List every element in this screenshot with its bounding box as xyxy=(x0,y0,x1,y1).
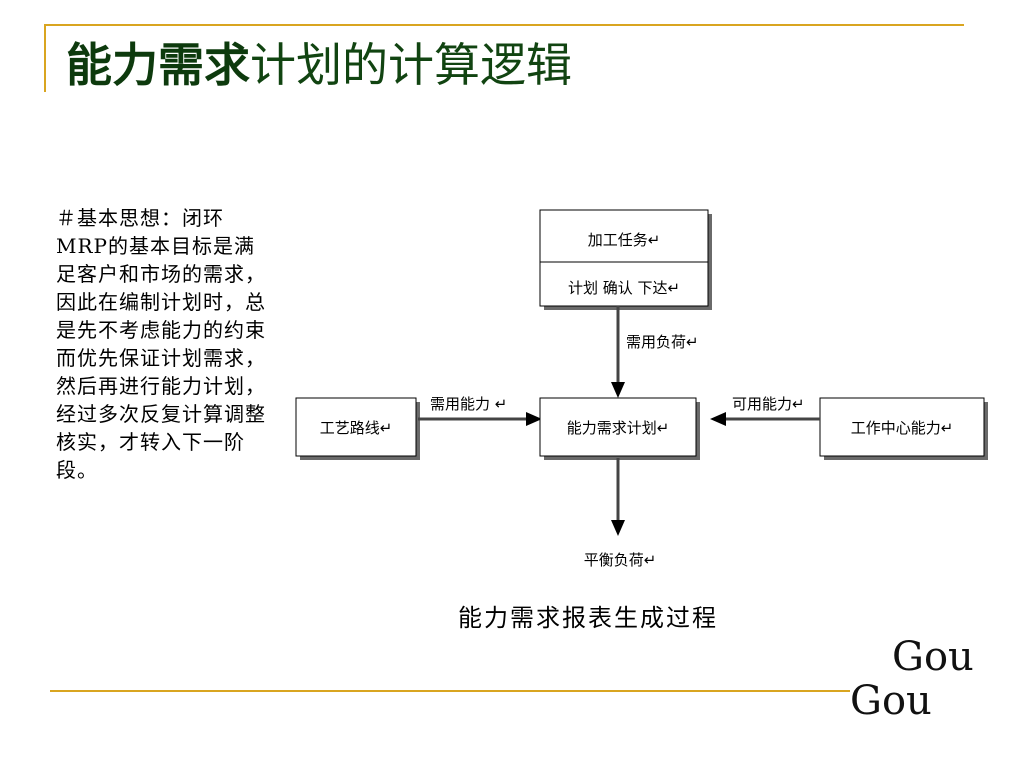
routing-box xyxy=(295,397,417,457)
label-available-capacity: 可用能力↵ xyxy=(732,395,805,413)
task-box xyxy=(539,209,709,307)
title-rest: 计划的计算逻辑 xyxy=(250,38,572,92)
bottom-rule xyxy=(50,690,850,692)
label-required-capacity: 需用能力 ↵ xyxy=(430,395,507,413)
label-required-load: 需用负荷↵ xyxy=(626,333,699,351)
arrow-workcenter-to-center-head xyxy=(710,412,726,426)
left-rule xyxy=(44,24,46,92)
arrow-center-to-balance-head xyxy=(611,520,625,536)
logo-line2: Gou xyxy=(850,678,932,720)
title-bold: 能力需求 xyxy=(66,38,250,92)
body-text: ＃基本思想：闭环MRP的基本目标是满足客户和市场的需求，因此在编制计划时，总是先… xyxy=(56,206,266,482)
diagram-caption: 能力需求报表生成过程 xyxy=(458,604,718,632)
logo-line1: Gou xyxy=(892,634,974,680)
gougou-logo: Gou Gou xyxy=(850,634,974,720)
routing-box-label: 工艺路线↵ xyxy=(320,419,393,437)
workcenter-box-label: 工作中心能力↵ xyxy=(851,419,954,437)
arrow-task-to-center-head xyxy=(611,382,625,398)
slide-title: 能力需求计划的计算逻辑 xyxy=(66,40,572,91)
arrow-routing-to-center-head xyxy=(526,412,542,426)
center-box xyxy=(539,397,697,457)
top-rule xyxy=(44,24,964,26)
center-box-label: 能力需求计划↵ xyxy=(567,419,670,437)
balance-label: 平衡负荷↵ xyxy=(584,551,657,569)
task-box-actions: 计划 确认 下达↵ xyxy=(568,279,680,297)
task-box-title: 加工任务↵ xyxy=(588,231,661,249)
workcenter-box xyxy=(819,397,985,457)
